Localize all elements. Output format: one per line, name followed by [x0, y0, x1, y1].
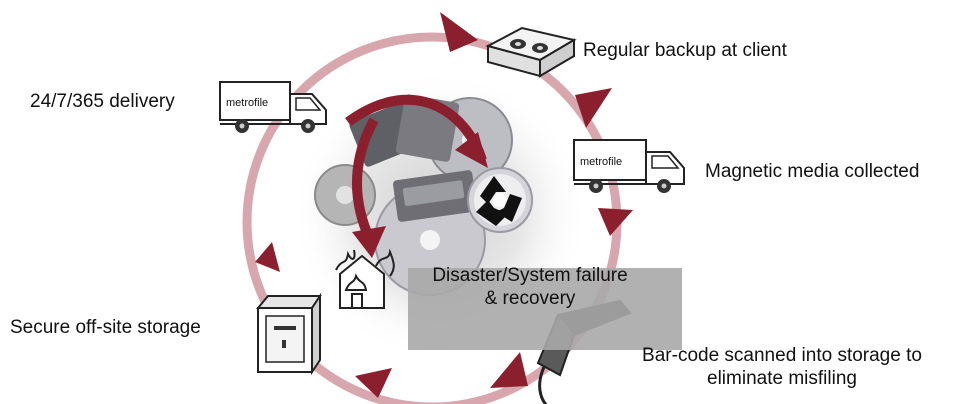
arrowhead-right: [598, 208, 633, 236]
arrowhead-lower-right: [490, 352, 528, 388]
recycle-icon: [474, 174, 526, 226]
cycle-arrowheads: [255, 12, 633, 398]
arrowhead-top: [440, 12, 478, 52]
disaster-panel: [408, 268, 682, 350]
disaster-line1: Disaster/System failure: [432, 265, 628, 286]
collection-truck-icon: metrofile: [573, 139, 685, 193]
step-label-storage: Secure off-site storage: [10, 317, 201, 338]
step-label-delivery: 24/7/365 delivery: [30, 91, 175, 112]
storage-safe-icon: [255, 292, 322, 376]
arrowhead-left: [255, 242, 280, 272]
arrowhead-upper-right: [575, 88, 612, 128]
truck-brand-text-left: metrofile: [226, 97, 268, 109]
tape-drive-icon: [485, 26, 577, 78]
step-label-backup: Regular backup at client: [583, 40, 787, 61]
step-label-barcode-line1: Bar-code scanned into storage to: [642, 345, 922, 366]
step-label-barcode: Bar-code scanned into storage to elimina…: [600, 344, 964, 390]
truck-brand-text-right: metrofile: [580, 156, 622, 168]
step-label-collected: Magnetic media collected: [705, 161, 920, 182]
burning-house-icon: [335, 248, 395, 309]
inner-curved-arrows: [345, 94, 488, 258]
delivery-truck-icon: metrofile: [219, 81, 327, 133]
arrowhead-bottom: [355, 368, 392, 398]
disaster-recovery-label: Disaster/System failure & recovery: [400, 264, 660, 310]
disaster-line2: & recovery: [484, 288, 576, 309]
step-label-barcode-line2: eliminate misfiling: [707, 368, 857, 389]
